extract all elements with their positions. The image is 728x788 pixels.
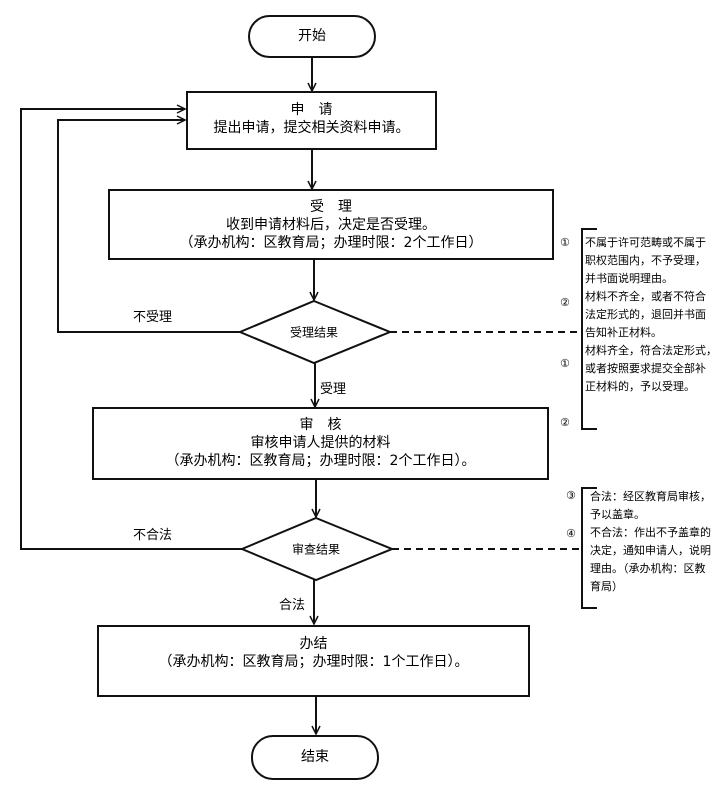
illegal-label: 不合法 [133,528,173,543]
arrow-reject-loop [57,120,240,333]
note1-line: 或者按照要求提交全部补 [585,362,706,375]
decision-1-label: 受理结果 [289,325,339,340]
end-terminal: 结束 [251,735,379,780]
note1-line: 不属于许可范畴或不属于 [585,236,706,249]
step-apply: 申 请 提出申请，提交相关资料申请。 [186,91,437,150]
note1-line: 法定形式的，退回并书面 [585,308,706,321]
note1-line: 正材料的，予以受理。 [585,380,695,393]
step-apply-title: 申 请 [290,102,333,118]
start-label: 开始 [298,28,326,44]
decision-2-label: 审查结果 [291,542,341,557]
note2-bracket [581,487,597,609]
note2-line: 予以盖章。 [590,508,645,521]
arrow-illegal-loop [20,109,242,550]
note1-marker: ① [560,236,570,249]
note1-line: 材料齐全，符合法定形式， [585,344,717,357]
note1-line: 职权范围内，不予受理， [585,254,706,267]
note1-line: 材料不齐全，或者不符合 [585,290,706,303]
step-accept-line: 收到申请材料后，决定是否受理。 [226,217,436,233]
note1-marker: ② [560,416,570,429]
note2-line: 决定，通知申请人，说明 [590,544,711,557]
note2-line: 理由。（承办机构：区教 [590,562,706,575]
step-review-line: 审核申请人提供的材料 [250,435,391,451]
step-apply-line: 提出申请，提交相关资料申请。 [213,120,410,136]
note2-text: 合法：经区教育局审核， 予以盖章。 不合法：作出不予盖章的 决定，通知申请人，说… [590,488,728,596]
note1-text: 不属于许可范畴或不属于 职权范围内，不予受理， 并书面说明理由。 材料不齐全，或… [585,234,728,396]
accept-label: 受理 [320,382,347,397]
start-terminal: 开始 [248,15,376,58]
decision-2-diamond [239,516,395,582]
step-complete: 办结 （承办机构：区教育局；办理时限：1个工作日）。 [97,625,530,697]
step-review: 审 核 审核申请人提供的材料 （承办机构：区教育局；办理时限：2个工作日）。 [92,407,549,480]
note1-line: 告知补正材料。 [585,326,662,339]
step-accept: 受 理 收到申请材料后，决定是否受理。 （承办机构：区教育局；办理时限：2个工作… [108,189,554,260]
step-accept-line: （承办机构：区教育局；办理时限：2个工作日） [179,235,483,251]
note1-bracket [581,228,597,430]
note2-line: 不合法：作出不予盖章的 [590,526,711,539]
step-review-title: 审 核 [299,417,342,433]
step-accept-title: 受 理 [310,199,352,215]
note1-marker: ① [560,357,570,370]
note2-marker: ④ [566,527,576,540]
step-complete-line: （承办机构：区教育局；办理时限：1个工作日）。 [158,654,469,670]
step-review-line: （承办机构：区教育局；办理时限：2个工作日）。 [165,453,476,469]
note1-line: 并书面说明理由。 [585,272,673,285]
reject-label: 不受理 [133,310,173,325]
note2-line: 育局） [590,580,623,593]
note2-marker: ③ [566,489,576,502]
note2-line: 合法：经区教育局审核， [590,490,711,503]
legal-label: 合法 [279,598,306,613]
note1-marker: ② [560,296,570,309]
end-label: 结束 [301,749,329,765]
step-complete-title: 办结 [299,636,328,652]
